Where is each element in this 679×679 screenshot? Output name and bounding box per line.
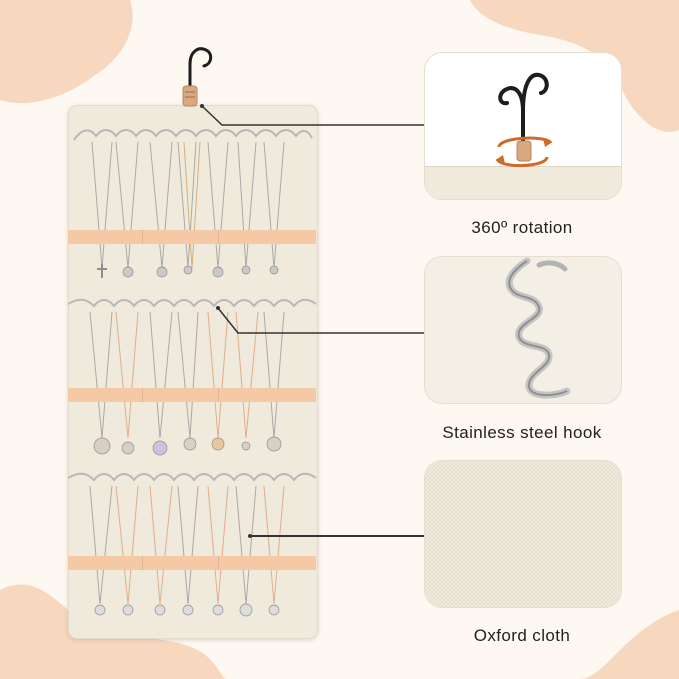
strap-seam [142, 230, 143, 244]
strap-seam [218, 388, 219, 402]
main-hanging-hook-icon [182, 47, 213, 107]
necklace-row-top [73, 129, 313, 278]
background-blob-top-right [470, 0, 679, 132]
feature-panel-rotation [424, 52, 622, 200]
strap-top [68, 230, 316, 244]
callout-dot-3 [248, 534, 252, 538]
feature-label-oxford-cloth: Oxford cloth [473, 626, 571, 645]
strap-bottom [68, 556, 316, 570]
feature-label-steel-hook: Stainless steel hook [442, 423, 602, 442]
feature-panel-oxford-cloth [424, 460, 622, 608]
background-blob-top-left [0, 0, 133, 104]
strap-middle [68, 388, 316, 402]
feature-label-rotation: 360º rotation [471, 218, 573, 237]
strap-seam [142, 556, 143, 570]
necklace-row-middle [68, 298, 316, 456]
callout-line-1 [202, 105, 424, 126]
necklace-row-bottom [68, 472, 316, 617]
strap-seam [218, 230, 219, 244]
strap-seam [142, 388, 143, 402]
callout-dot-2 [216, 306, 220, 310]
rotating-hook-icon [495, 72, 553, 168]
callout-line-3 [252, 535, 424, 537]
feature-panel-steel-hook [424, 256, 622, 404]
strap-seam [218, 556, 219, 570]
fabric-swatch-icon [425, 461, 621, 607]
background-blob-bottom-right [580, 610, 679, 679]
wave-hook-icon [505, 257, 571, 399]
callout-line-2 [218, 307, 424, 334]
background-blob-bottom-left [0, 584, 225, 679]
